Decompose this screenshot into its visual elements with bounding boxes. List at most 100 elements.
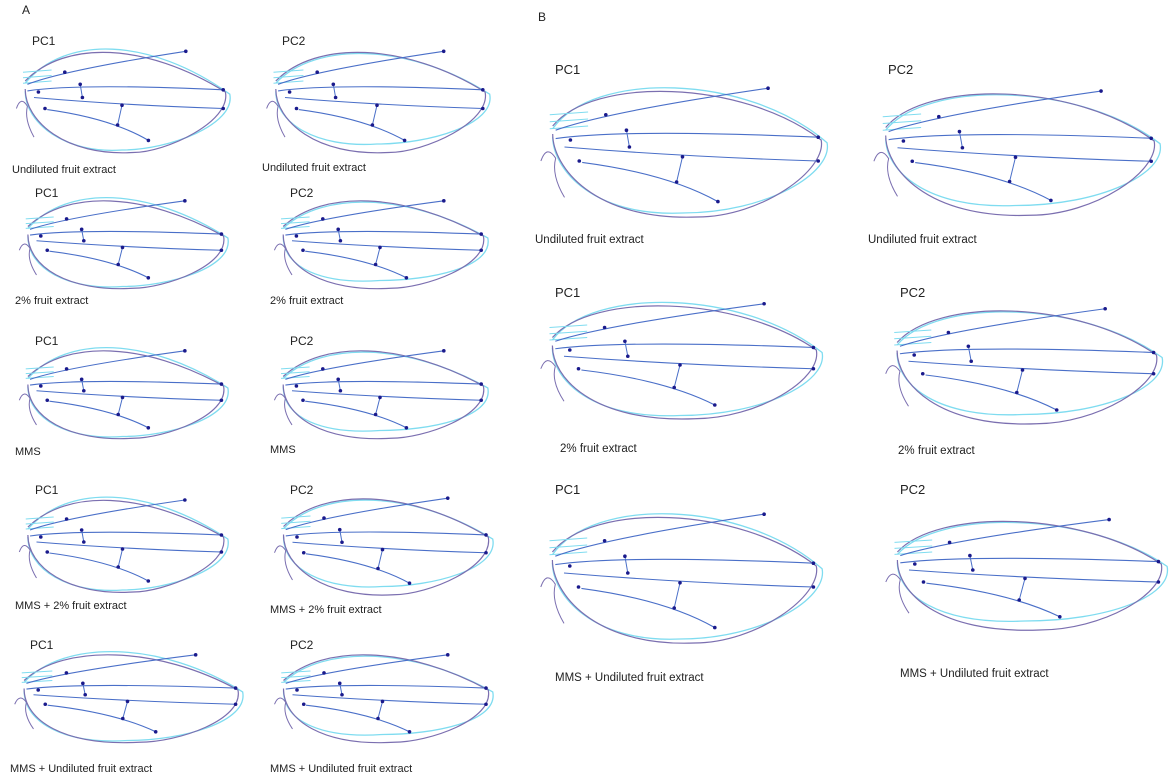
longitudinal-vein [49,400,149,429]
posterior-cross-vein [117,397,123,415]
landmark-point [64,517,69,521]
landmark-point [1149,159,1153,164]
treatment-caption: Undiluted fruit extract [262,162,366,174]
longitudinal-vein [29,380,222,386]
landmark-point [811,585,816,589]
hinge-stub [273,80,304,84]
hinge-stub [25,516,54,520]
longitudinal-vein [285,684,487,690]
longitudinal-vein [27,86,224,92]
hinge-stub [280,376,310,379]
landmark-point [39,384,43,388]
landmark-point [39,234,43,238]
longitudinal-vein [555,513,765,557]
landmark-point [816,159,820,163]
hinge-stub [21,675,53,679]
longitudinal-vein [49,552,149,582]
posterior-cross-vein [1016,369,1023,393]
landmark-point [221,88,225,92]
longitudinal-vein [291,390,482,401]
wing-shape-diagram [540,301,823,420]
posterior-cross-vein [377,701,383,719]
landmark-point [219,550,224,554]
longitudinal-vein [285,380,482,386]
anterior-cross-vein [969,555,974,571]
treatment-caption: Undiluted fruit extract [868,234,977,246]
mean-shape-outline [896,311,1164,416]
hinge-stub [549,330,588,335]
landmark-point [375,103,379,107]
landmark-point [146,426,151,430]
pc-label: PC2 [290,334,314,348]
longitudinal-vein [888,134,1152,141]
hinge-outline [540,360,565,402]
landmark-point [713,625,717,630]
anterior-cross-vein [79,84,83,98]
landmark-point [183,349,187,353]
landmark-point [78,82,82,87]
hinge-stub [894,335,932,340]
wing-shape-diagram [885,306,1164,425]
landmark-point [960,145,965,150]
longitudinal-vein [291,240,482,251]
landmark-point [1020,368,1025,372]
shape-outline [27,499,225,593]
landmark-point [82,388,86,393]
landmark-point [1099,89,1103,93]
hinge-stub [882,113,922,118]
hinge-stub [882,120,922,124]
hinge-stub [280,366,310,370]
hinge-stub [273,75,304,79]
landmark-point [404,276,409,280]
treatment-caption: 2% fruit extract [560,443,637,455]
landmark-point [301,398,305,403]
landmark-point [1007,179,1012,184]
landmark-point [120,245,125,250]
landmark-point [672,606,676,610]
longitudinal-vein [47,109,149,141]
posterior-cross-vein [673,582,681,609]
landmark-point [373,412,378,417]
pc-label: PC1 [555,285,581,300]
landmark-point [183,199,187,203]
hinge-outline [885,573,910,614]
pc-label: PC1 [32,34,56,48]
anterior-cross-vein [625,130,630,148]
posterior-cross-vein [117,548,123,568]
shape-outline [282,498,489,596]
landmark-point [602,539,607,543]
mean-shape-outline [551,301,823,417]
posterior-cross-vein [676,156,683,183]
longitudinal-vein [555,303,765,342]
hinge-stub [22,75,52,79]
longitudinal-vein [36,390,222,401]
shape-outline [896,520,1163,631]
hinge-stub [25,526,54,530]
hinge-stub [549,337,588,341]
hinge-stub [549,544,588,549]
pc-label: PC2 [282,34,306,48]
landmark-point [623,554,627,558]
longitudinal-vein [285,350,444,380]
treatment-caption: MMS + 2% fruit extract [15,600,127,612]
landmark-point [219,248,224,253]
hinge-outline [18,393,37,426]
shape-outline [24,51,227,154]
landmark-point [64,217,69,221]
landmark-point [479,382,483,386]
longitudinal-vein [915,162,1052,201]
landmark-point [183,498,187,502]
wing-shape-diagram [15,48,231,154]
hinge-outline [15,100,35,138]
shape-outline [551,305,818,420]
landmark-point [624,128,629,132]
landmark-point [445,653,450,657]
landmark-point [602,325,607,330]
shape-outline [885,93,1155,216]
landmark-point [83,692,87,697]
treatment-caption: 2% fruit extract [898,445,975,457]
landmark-point [337,527,342,532]
landmark-point [301,550,306,555]
anterior-cross-vein [81,229,85,241]
landmark-point [971,568,975,572]
